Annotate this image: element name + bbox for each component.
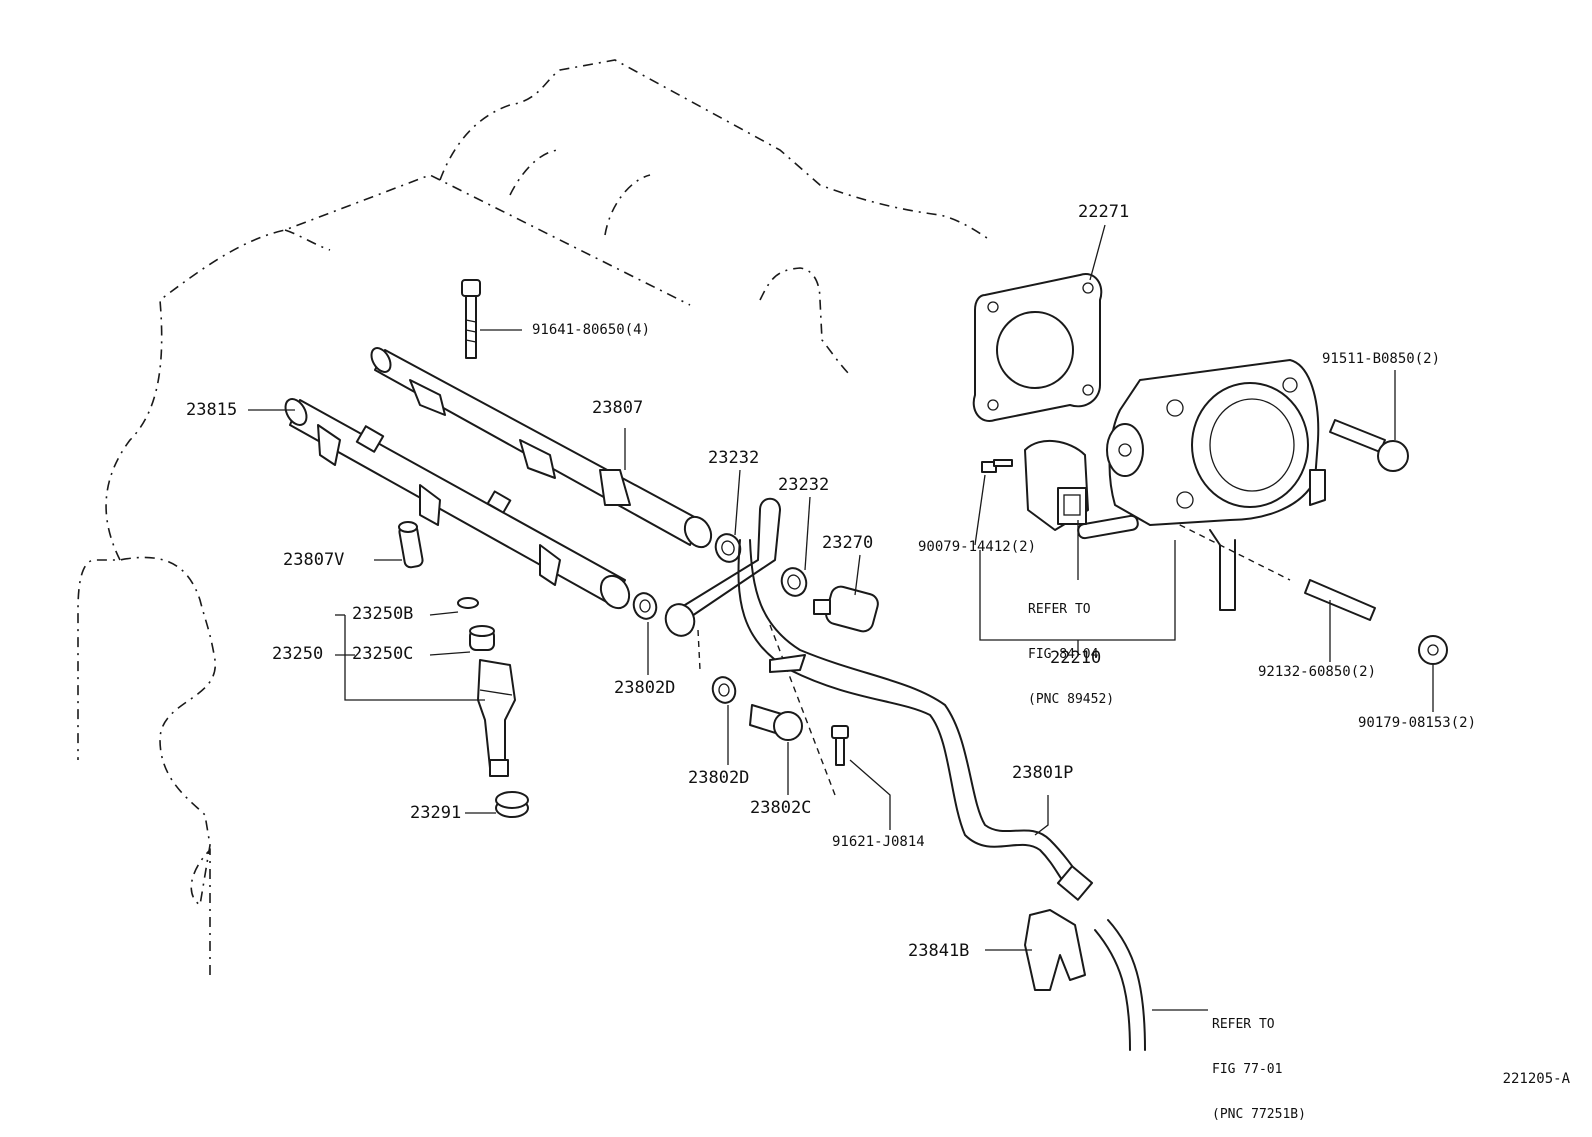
label-23807: 23807: [592, 398, 644, 418]
fuel-hose-23801P-icon: [737, 539, 1094, 901]
bolt-91511-icon: [1329, 419, 1409, 472]
label-23232-b: 23232: [778, 475, 830, 495]
label-23802C: 23802C: [750, 798, 812, 818]
oring-23250B-icon: [457, 597, 479, 609]
label-23250C: 23250C: [352, 644, 414, 664]
label-23232-a: 23232: [708, 448, 760, 468]
label-23815: 23815: [186, 400, 238, 420]
label-23807V: 23807V: [283, 550, 345, 570]
leader-lines: [248, 224, 1434, 1011]
label-22210: 22210: [1050, 648, 1102, 668]
label-90179-08153: 90179-08153(2): [1358, 715, 1477, 731]
reference-note-throttle: REFER TO FIG 84-04 (PNC 89452): [1028, 572, 1114, 722]
reference-line: FIG 84-04: [1028, 647, 1099, 662]
reference-note-fuel-line: REFER TO FIG 77-01 (PNC 77251B): [1212, 987, 1306, 1137]
fuel-pipe-icon: [664, 497, 781, 637]
label-23250B: 23250B: [352, 604, 414, 624]
label-90079-14412: 90079-14412(2): [918, 539, 1037, 555]
gasket-23802D-b-icon: [711, 676, 737, 704]
diagram-artwork: [77, 59, 1448, 1051]
label-23291: 23291: [410, 803, 462, 823]
injector-23250-icon: [477, 659, 516, 777]
label-23801P: 23801P: [1012, 763, 1074, 783]
engine-outline: [77, 59, 1291, 975]
nut-90179-icon: [1418, 635, 1448, 665]
cap-23807V-icon: [398, 521, 424, 569]
screw-90079-icon: [981, 459, 1013, 473]
reference-line: (PNC 77251B): [1212, 1107, 1306, 1122]
fuel-rail-23807-icon: [370, 347, 713, 549]
fuel-rail-23815-icon: [284, 398, 631, 610]
gasket-23802D-a-icon: [632, 592, 658, 620]
label-91621-J0814: 91621-J0814: [832, 834, 925, 850]
seal-23291-icon: [495, 791, 529, 818]
throttle-sensor-icon: [1024, 439, 1089, 531]
clip-23841B-icon: [1024, 909, 1086, 991]
label-92132-60850: 92132-60850(2): [1258, 664, 1377, 680]
fuel-line-icon: [1094, 919, 1146, 1051]
label-23802D-a: 23802D: [614, 678, 676, 698]
reference-line: (PNC 89452): [1028, 692, 1115, 707]
label-23841B: 23841B: [908, 941, 970, 961]
stud-92132-icon: [1304, 579, 1376, 621]
grommet-23250C-icon: [469, 625, 495, 651]
label-23270: 23270: [822, 533, 874, 553]
label-91641-80650: 91641-80650(4): [532, 322, 651, 338]
throttle-body-22210-icon: [1077, 359, 1326, 611]
gasket-22271-icon: [972, 273, 1103, 422]
reference-line: REFER TO: [1028, 602, 1091, 617]
bolt-91621-icon: [831, 725, 849, 766]
label-91511-B0850: 91511-B0850(2): [1322, 351, 1441, 367]
damper-23270-icon: [813, 585, 879, 633]
label-22271: 22271: [1078, 202, 1130, 222]
gasket-23232-b-icon: [780, 567, 808, 597]
label-23250: 23250: [272, 644, 324, 664]
reference-line: FIG 77-01: [1212, 1062, 1283, 1077]
parts-diagram: 22271 91511-B0850(2) 91641-80650(4) 2380…: [77, 59, 1570, 1122]
reference-line: REFER TO: [1212, 1017, 1275, 1032]
bolt-91641-icon: [461, 279, 481, 359]
union-bolt-23802C-icon: [749, 704, 803, 741]
label-23802D-b: 23802D: [688, 768, 750, 788]
figure-id: 221205-A: [1502, 1071, 1570, 1087]
